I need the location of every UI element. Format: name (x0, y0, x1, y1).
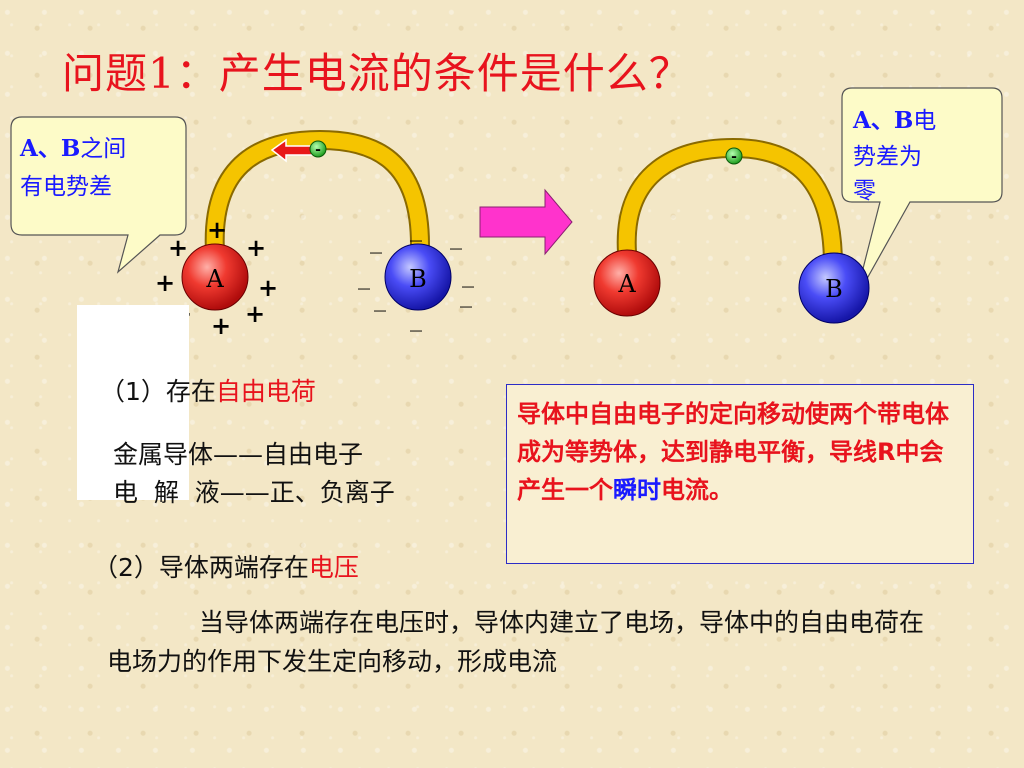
svg-text:_: _ (374, 284, 386, 312)
condition-1-highlight: 自由电荷 (215, 377, 316, 406)
sphere-a-right: A (593, 249, 661, 317)
callout-right-line1: A、B电 (852, 107, 936, 134)
page-title: 问题1：产生电流的条件是什么？ (62, 49, 692, 98)
svg-text:+: + (246, 233, 266, 262)
svg-text:+: + (245, 299, 265, 328)
callout-left-line2: 有电势差 (20, 174, 112, 200)
callout-right: A、B电 势差为 零 (841, 87, 1003, 301)
svg-text:_: _ (462, 260, 474, 288)
transition-arrow-icon (479, 188, 573, 256)
svg-text:_: _ (410, 304, 422, 332)
svg-text:_: _ (460, 280, 472, 308)
svg-text:A: A (617, 270, 636, 298)
condition-1: （1）存在自由电荷 (100, 372, 316, 408)
svg-text:A: A (205, 265, 224, 293)
electron-left: - (309, 140, 327, 158)
svg-text:_: _ (410, 214, 422, 242)
callout-right-line3: 零 (853, 178, 876, 204)
condition-2-prefix: （2）导体两端存在 (93, 553, 309, 582)
svg-text:+: + (207, 215, 227, 244)
svg-text:_: _ (358, 262, 370, 290)
condition-2: （2）导体两端存在电压 (93, 548, 359, 584)
condition-1-prefix: （1）存在 (100, 377, 216, 406)
carrier-list: 金属导体——自由电子 电 解 液——正、负离子 (113, 436, 395, 512)
minus-charges: _ _ _ _ _ _ _ _ (358, 214, 474, 332)
callout-right-line2: 势差为 (853, 144, 922, 170)
svg-text:B: B (825, 275, 843, 303)
svg-text:+: + (258, 273, 278, 302)
callout-left: A、B之间 有电势差 (10, 116, 187, 274)
carrier-metal: 金属导体——自由电子 (113, 440, 364, 469)
sphere-a-left: A (181, 243, 249, 311)
svg-text:-: - (315, 142, 321, 158)
svg-text:+: + (155, 268, 175, 297)
svg-text:+: + (168, 233, 188, 262)
white-panel (77, 305, 189, 500)
explanation-part2: 电流。 (661, 476, 733, 504)
explanation-highlight: 瞬时 (613, 476, 661, 504)
explanation-paragraph: 当导体两端存在电压时，导体内建立了电场，导体中的自由电荷在电场力的作用下发生定向… (107, 608, 925, 676)
svg-text:+: + (211, 311, 231, 340)
svg-text:_: _ (450, 222, 462, 250)
svg-text:B: B (409, 265, 427, 293)
sphere-b-left: B (384, 243, 452, 311)
explanation-box: 导体中自由电子的定向移动使两个带电体成为等势体，达到静电平衡，导线R中会产生一个… (506, 384, 974, 564)
electron-right: - (725, 147, 743, 165)
svg-text:-: - (731, 149, 737, 165)
condition-2-highlight: 电压 (308, 553, 359, 582)
callout-left-line1: A、B之间 (19, 135, 126, 162)
svg-text:_: _ (370, 226, 382, 254)
explanation-part1: 导体中自由电子的定向移动使两个带电体成为等势体，达到静电平衡，导线R中会产生一个 (517, 400, 949, 504)
sphere-b-right: B (798, 252, 870, 324)
carrier-electrolyte: 电 解 液——正、负离子 (113, 478, 395, 507)
